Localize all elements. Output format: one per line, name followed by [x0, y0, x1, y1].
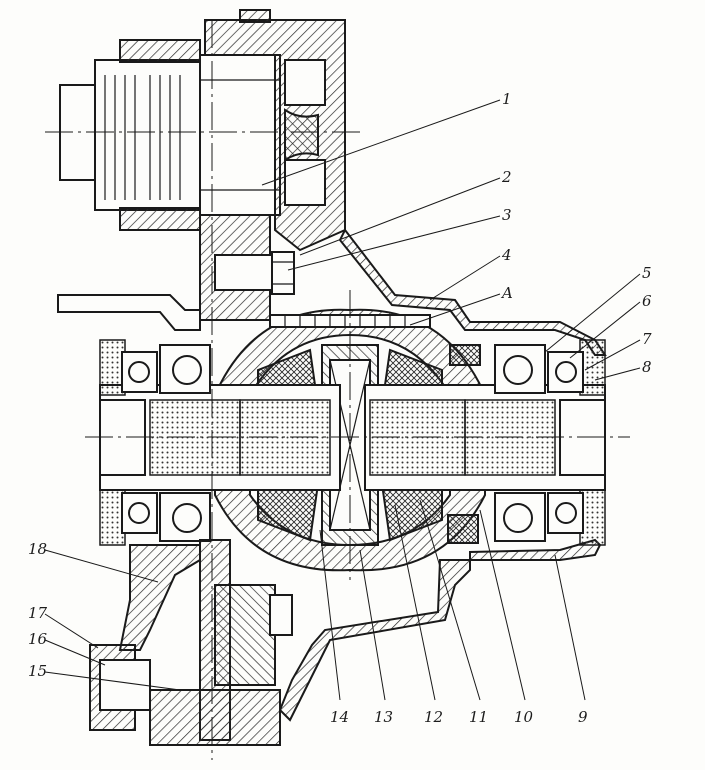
top-gear-assembly: [59, 9, 346, 252]
left-bearings: [99, 339, 211, 546]
callout-18: 18: [28, 540, 47, 558]
callout-2: 2: [501, 168, 512, 186]
callout-4: 4: [501, 246, 512, 264]
callout-13: 13: [374, 708, 393, 726]
callout-12: 12: [424, 708, 443, 726]
callout-10: 10: [514, 708, 534, 726]
callout-labels: 1 2 3 4 A 5 6 7 8 9 10 11 12 13 14 15 16…: [28, 90, 652, 726]
callout-6: 6: [642, 292, 652, 310]
flange-bolt-region: [199, 214, 295, 321]
callout-15: 15: [28, 662, 47, 680]
callout-16: 16: [28, 630, 48, 648]
leader-lines: [44, 99, 641, 701]
center-lines: [45, 20, 630, 760]
callout-A: A: [500, 284, 513, 302]
callout-14: 14: [330, 708, 349, 726]
callout-11: 11: [469, 708, 488, 726]
right-bearings: [447, 339, 606, 546]
lower-gear-assembly: [89, 539, 293, 746]
callout-17: 17: [28, 604, 48, 622]
callout-7: 7: [642, 330, 652, 348]
callout-9: 9: [578, 708, 588, 726]
callout-3: 3: [502, 206, 512, 224]
callout-1: 1: [502, 90, 512, 108]
callout-8: 8: [642, 358, 652, 376]
callout-5: 5: [642, 264, 652, 282]
